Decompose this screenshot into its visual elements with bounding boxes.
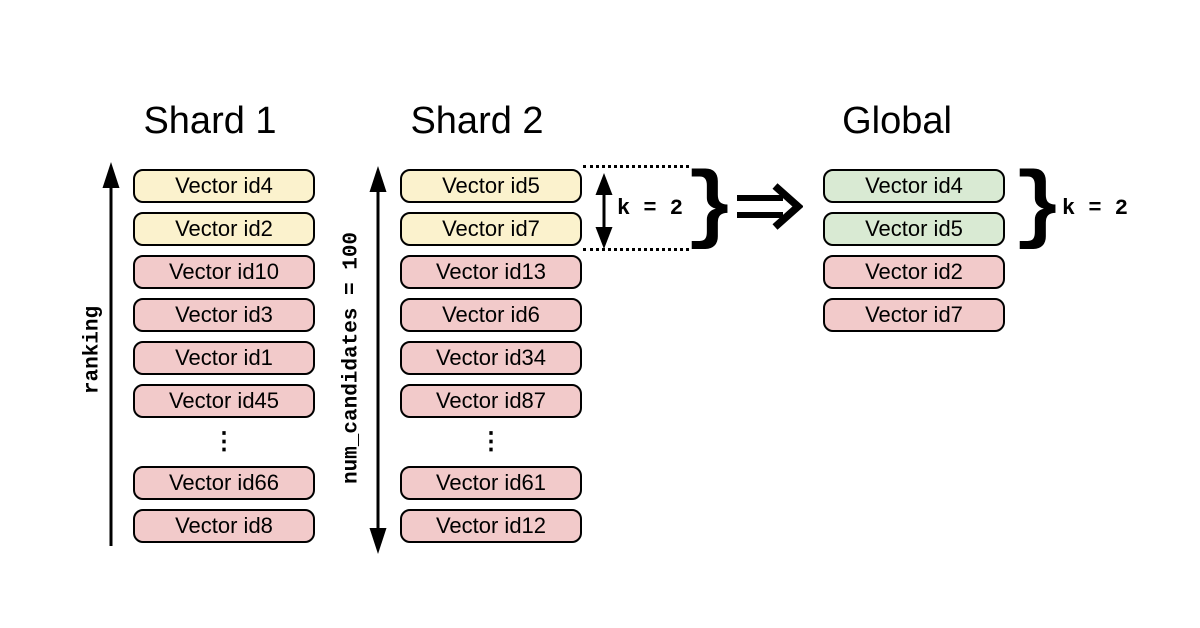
vector-box: Vector id12 xyxy=(400,509,582,543)
k-selection-region xyxy=(583,165,689,251)
vector-box: Vector id61 xyxy=(400,466,582,500)
vector-box: Vector id45 xyxy=(133,384,315,418)
vector-box: Vector id13 xyxy=(400,255,582,289)
global-k-label: k = 2 xyxy=(1062,196,1129,221)
vector-box: Vector id3 xyxy=(133,298,315,332)
vector-box: Vector id34 xyxy=(400,341,582,375)
ellipsis-dots: ⋮ xyxy=(479,430,503,457)
shard-k-label: k = 2 xyxy=(617,196,684,221)
num-candidates-arrow-icon xyxy=(369,166,387,554)
shard-k-brace: } xyxy=(684,159,736,257)
shard1-title: Shard 1 xyxy=(143,100,277,142)
vector-box: Vector id5 xyxy=(823,212,1005,246)
ranking-label: ranking xyxy=(81,305,105,395)
vector-box: Vector id4 xyxy=(823,169,1005,203)
vector-box: Vector id7 xyxy=(823,298,1005,332)
vector-box: Vector id87 xyxy=(400,384,582,418)
vector-box: Vector id2 xyxy=(823,255,1005,289)
k-span-arrow-icon xyxy=(595,173,613,249)
num-candidates-label: num_candidates = 100 xyxy=(340,231,364,485)
shard2-title: Shard 2 xyxy=(410,100,544,142)
vector-box: Vector id6 xyxy=(400,298,582,332)
vector-box: Vector id7 xyxy=(400,212,582,246)
vector-box: Vector id10 xyxy=(133,255,315,289)
vector-box: Vector id8 xyxy=(133,509,315,543)
ranking-arrow-icon xyxy=(102,162,120,546)
implies-arrow-icon xyxy=(737,183,803,230)
vector-box: Vector id2 xyxy=(133,212,315,246)
vector-box: Vector id66 xyxy=(133,466,315,500)
global-k-brace: } xyxy=(1012,159,1064,257)
ellipsis-dots: ⋮ xyxy=(212,430,236,457)
vector-box: Vector id1 xyxy=(133,341,315,375)
global-title: Global xyxy=(842,100,952,142)
vector-box: Vector id4 xyxy=(133,169,315,203)
vector-box: Vector id5 xyxy=(400,169,582,203)
